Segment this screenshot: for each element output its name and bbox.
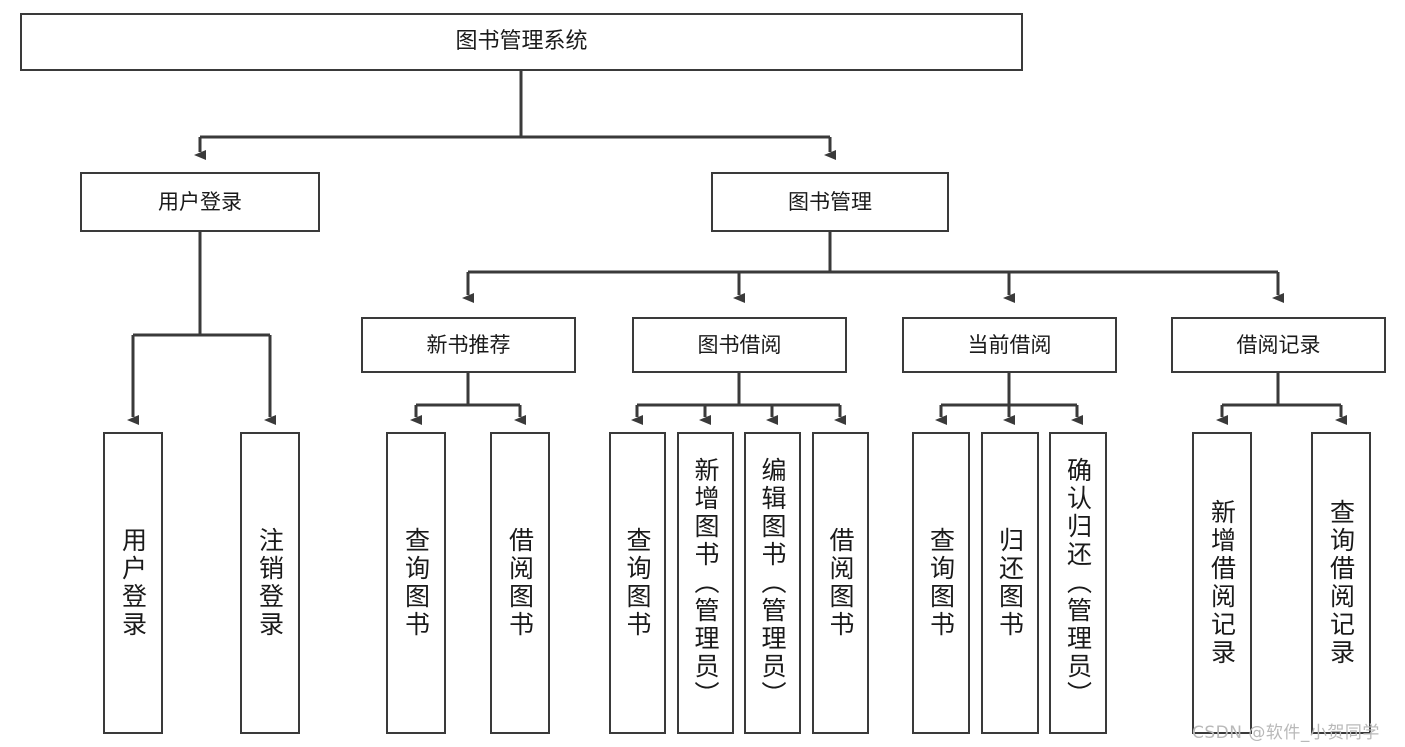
- node-label: 图书管理: [788, 189, 872, 214]
- node-leaf-return-book[interactable]: 归还图书: [981, 432, 1039, 734]
- node-leaf-add-borrow-record[interactable]: 新增借阅记录: [1192, 432, 1252, 734]
- node-label: 查询图书: [623, 527, 652, 639]
- node-leaf-query-book-current[interactable]: 查询图书: [912, 432, 970, 734]
- node-leaf-query-book-borrow[interactable]: 查询图书: [609, 432, 666, 734]
- node-label: 查询借阅记录: [1326, 499, 1356, 667]
- csdn-watermark: CSDN @软件_小贺同学: [1192, 723, 1380, 743]
- node-label: 查询图书: [401, 527, 431, 639]
- node-label: 注销登录: [255, 527, 285, 639]
- node-user-login[interactable]: 用户登录: [80, 172, 320, 232]
- node-label: 用户登录: [158, 189, 242, 214]
- node-new-book-recommend[interactable]: 新书推荐: [361, 317, 576, 373]
- node-leaf-query-book-recommend[interactable]: 查询图书: [386, 432, 446, 734]
- node-label: 编辑图书（管理员）: [758, 457, 787, 709]
- node-label: 查询图书: [926, 527, 956, 639]
- node-label: 图书借阅: [697, 332, 782, 357]
- node-label: 确认归还（管理员）: [1063, 457, 1093, 709]
- node-root-system[interactable]: 图书管理系统: [20, 13, 1023, 71]
- node-leaf-query-borrow-record[interactable]: 查询借阅记录: [1311, 432, 1371, 734]
- node-leaf-add-book-admin[interactable]: 新增图书（管理员）: [677, 432, 734, 734]
- node-label: 新增图书（管理员）: [691, 457, 720, 709]
- node-leaf-borrow-book[interactable]: 借阅图书: [812, 432, 869, 734]
- node-label: 用户登录: [118, 527, 148, 639]
- node-leaf-confirm-return-admin[interactable]: 确认归还（管理员）: [1049, 432, 1107, 734]
- node-current-borrow[interactable]: 当前借阅: [902, 317, 1117, 373]
- node-label: 图书管理系统: [455, 29, 588, 55]
- node-book-management[interactable]: 图书管理: [711, 172, 949, 232]
- node-leaf-logout[interactable]: 注销登录: [240, 432, 300, 734]
- node-leaf-borrow-book-recommend[interactable]: 借阅图书: [490, 432, 550, 734]
- node-leaf-edit-book-admin[interactable]: 编辑图书（管理员）: [744, 432, 801, 734]
- node-borrow-record[interactable]: 借阅记录: [1171, 317, 1386, 373]
- node-label: 新增借阅记录: [1207, 499, 1237, 667]
- node-label: 借阅图书: [826, 527, 855, 639]
- node-label: 借阅记录: [1236, 332, 1321, 357]
- node-leaf-user-login[interactable]: 用户登录: [103, 432, 163, 734]
- node-label: 当前借阅: [967, 332, 1052, 357]
- node-book-borrow[interactable]: 图书借阅: [632, 317, 847, 373]
- node-label: 归还图书: [995, 527, 1025, 639]
- node-label: 新书推荐: [426, 332, 511, 357]
- node-label: 借阅图书: [505, 527, 535, 639]
